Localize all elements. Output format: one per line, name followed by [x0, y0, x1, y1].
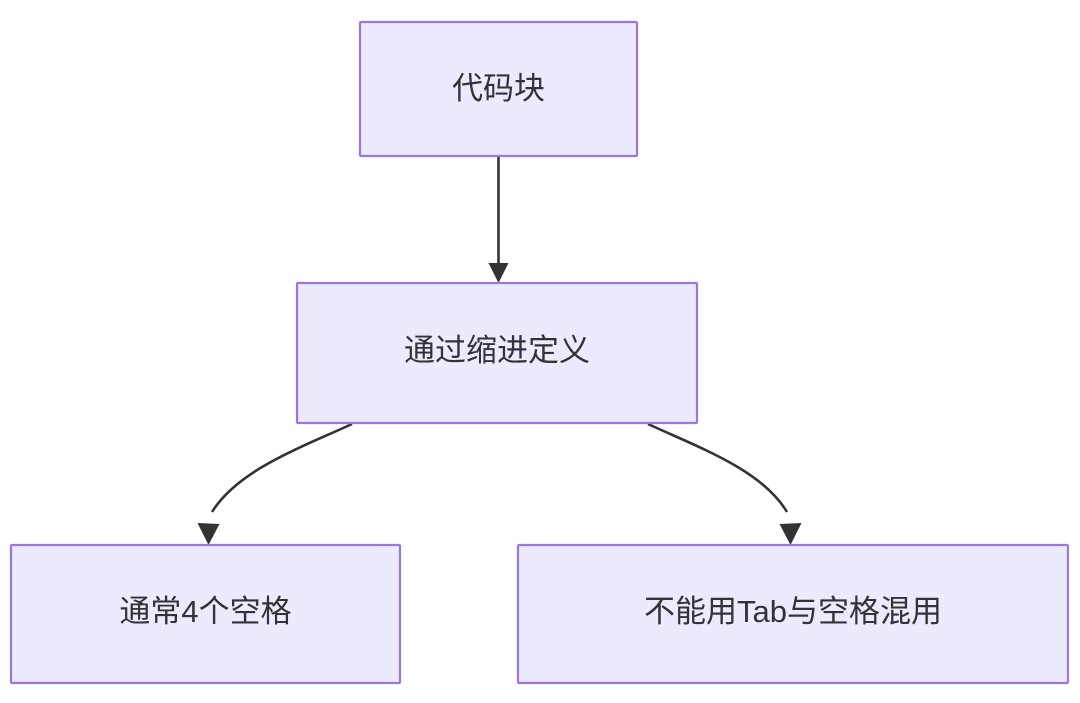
edge-indentation-to-no-mixing	[647, 422, 802, 545]
edge-line	[647, 422, 789, 513]
edge-line	[210, 422, 353, 513]
node-usually-four-spaces[interactable]: 通常4个空格	[9, 543, 402, 685]
edge-indentation-to-four-spaces	[197, 422, 353, 545]
node-label-defined-by-indentation: 通过缩进定义	[404, 333, 590, 368]
edge-layer	[197, 157, 802, 545]
node-no-mixing-tab-and-space[interactable]: 不能用Tab与空格混用	[516, 543, 1070, 685]
arrowhead-icon	[197, 523, 220, 545]
node-label-usually-four-spaces: 通常4个空格	[119, 594, 291, 629]
node-layer: 代码块 通过缩进定义 通常4个空格 不能用Tab与空格混用	[9, 20, 1070, 685]
arrowhead-icon	[488, 263, 509, 283]
node-box[interactable]	[9, 543, 402, 685]
node-box[interactable]	[295, 281, 699, 425]
node-label-no-mixing-tab-and-space: 不能用Tab与空格混用	[644, 594, 942, 629]
node-code-block[interactable]: 代码块	[358, 20, 639, 158]
edge-code-block-to-indentation	[488, 157, 509, 283]
node-box[interactable]	[358, 20, 639, 158]
node-label-code-block: 代码块	[452, 71, 545, 106]
arrowhead-icon	[779, 523, 802, 545]
node-defined-by-indentation[interactable]: 通过缩进定义	[295, 281, 699, 425]
node-box[interactable]	[516, 543, 1070, 685]
